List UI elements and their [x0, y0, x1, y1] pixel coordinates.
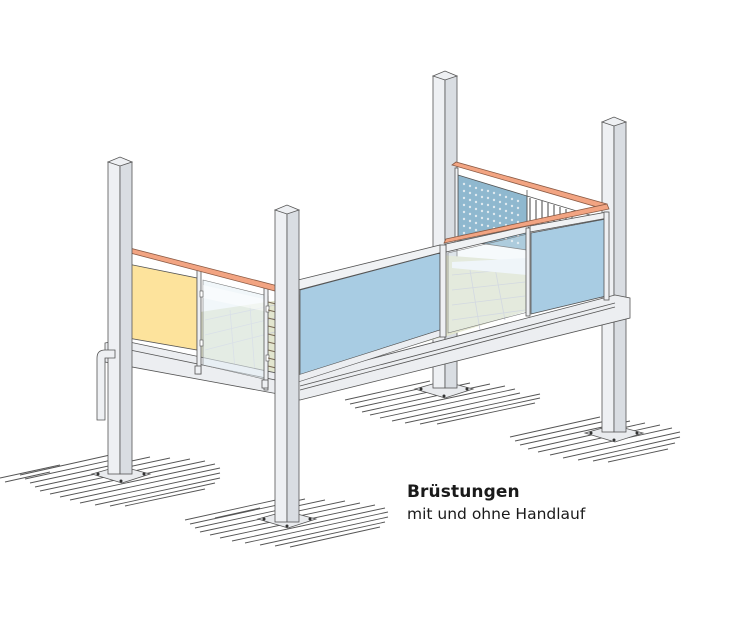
blue-panel-front-right: [529, 211, 609, 315]
post-front: [273, 204, 301, 523]
yellow-panel: [127, 263, 198, 351]
glass-panel-left: [202, 279, 269, 381]
caption-title: Brüstungen: [407, 482, 520, 502]
drain-pipe: [96, 349, 116, 421]
handrail-front: [443, 203, 610, 244]
caption-subtitle: mit und ohne Handlauf: [407, 505, 586, 523]
anchor-plate-left: [90, 465, 152, 484]
ground-hatch-right: [509, 416, 681, 463]
back-rail-stile: [454, 167, 459, 249]
glass-panel-front: [445, 225, 531, 334]
caption: Brüstungen mit und ohne Handlauf: [407, 482, 585, 524]
post-left: [106, 156, 134, 475]
blue-panel-front-long: [297, 244, 444, 383]
front-balustrade-stiles: [439, 211, 610, 338]
